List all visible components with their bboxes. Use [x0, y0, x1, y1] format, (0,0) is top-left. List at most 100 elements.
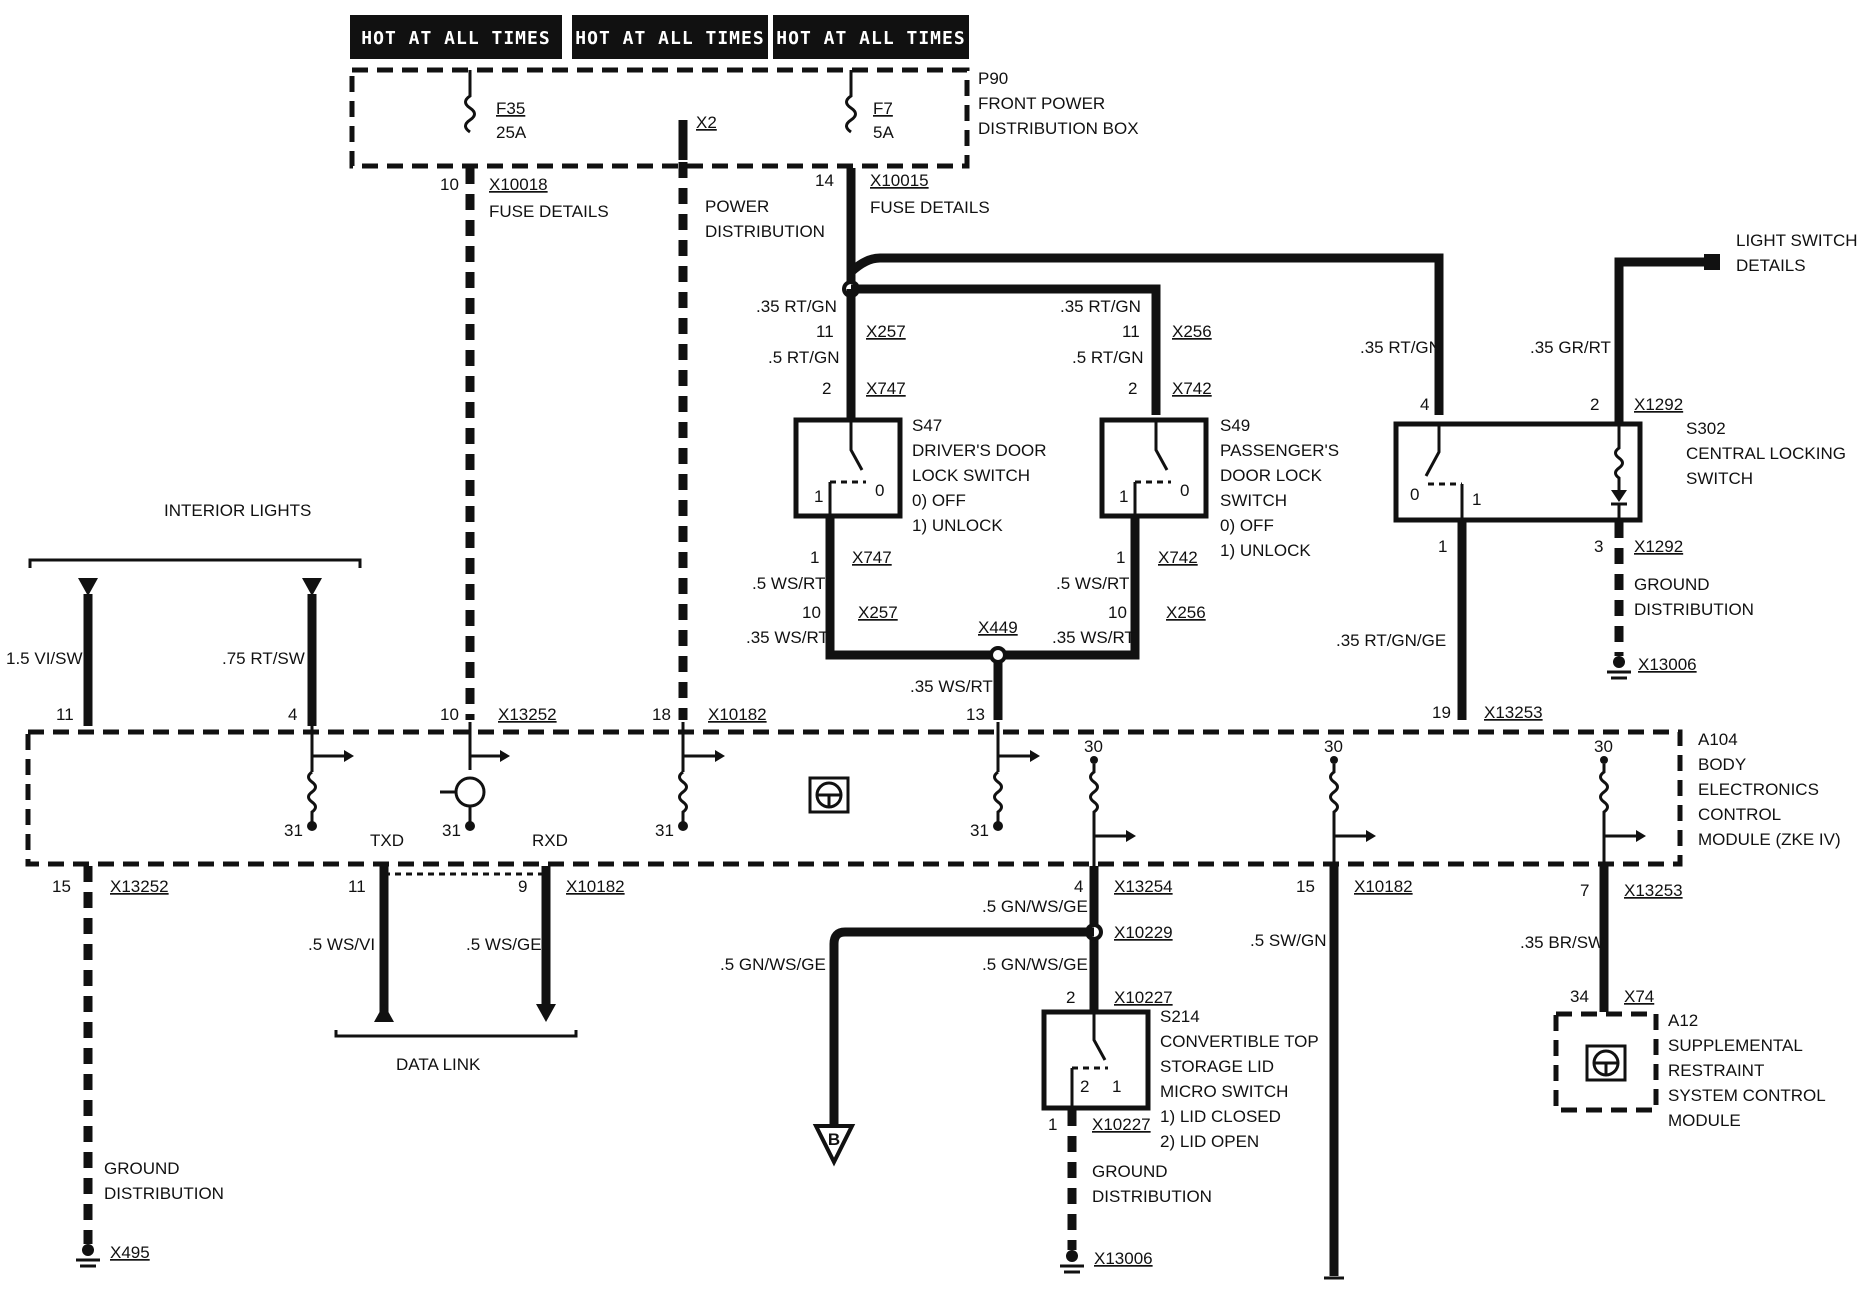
f35-circuit: 10 X10018 FUSE DETAILS [440, 168, 609, 720]
a12-name-line4: MODULE [1668, 1111, 1741, 1130]
branch-to-offpage-b [829, 927, 1094, 1124]
fuse-f7-rating: 5A [873, 123, 894, 142]
ground-left-line1: GROUND [104, 1159, 180, 1178]
s302-conn-top: X1292 [1634, 395, 1683, 414]
s49-passengers-door-lock-switch: .35 RT/GN 11 X256 .5 RT/GN 2 X742 1 0 S4… [990, 297, 1339, 660]
interior-lights-bracket [28, 558, 362, 568]
s49-pin-c: 10 [1108, 603, 1127, 622]
s47-contact-arm [849, 422, 864, 471]
interior-light-2-arrow-icon [302, 578, 322, 596]
a12-name-line1: SUPPLEMENTAL [1668, 1036, 1803, 1055]
s302-pin-module: 19 [1432, 703, 1451, 722]
internal-output-7 [1599, 756, 1646, 866]
s214-contact-1: 1 [1112, 1077, 1121, 1096]
s302-wire-right: .35 GR/RT [1530, 338, 1611, 357]
a104-rxd: RXD [532, 831, 568, 850]
s302-central-locking-switch: .35 RT/GN .35 GR/RT 4 2 X1292 LIGHT SWIT… [1336, 231, 1858, 722]
internal-input-13 [993, 722, 1040, 831]
s214-switch-box [1041, 1009, 1151, 1111]
f35-connector: X10018 [489, 175, 548, 194]
internal-output-4 [1089, 756, 1136, 866]
x2-label-line2: DISTRIBUTION [705, 222, 825, 241]
s214-convertible-top-lid-switch: 2 X10227 2 1 S214 CONVERTIBLE TOP STORAG… [1041, 988, 1319, 1274]
s49-state-0: 0) OFF [1220, 516, 1274, 535]
data-link-label: DATA LINK [396, 1055, 481, 1074]
hot-tab-1-bg [350, 15, 562, 59]
conn-x10182-top: X10182 [708, 705, 767, 724]
s49-contact-arm [1154, 422, 1169, 471]
s49-name-line3: SWITCH [1220, 491, 1287, 510]
x449-dot [989, 646, 1007, 664]
p90-name-line1: FRONT POWER [978, 94, 1105, 113]
interior-lights-title: INTERIOR LIGHTS [164, 501, 311, 520]
p90-box-outline [349, 67, 970, 169]
rt-gn-branch-s302 [847, 253, 1444, 415]
s302-name-line1: CENTRAL LOCKING [1686, 444, 1846, 463]
internal-output-15 [1329, 756, 1376, 866]
s214-contact-2: 2 [1080, 1077, 1089, 1096]
internal-input-18 [678, 722, 725, 831]
s49-state-1: 1) UNLOCK [1220, 541, 1311, 560]
a104-module-outline [25, 729, 1683, 867]
s49-wire-top-in: .35 RT/GN [1060, 297, 1141, 316]
header-tabs: HOT AT ALL TIMES HOT AT ALL TIMES HOT AT… [350, 15, 969, 59]
interior-light-1-pin: 11 [56, 705, 74, 724]
ground-s214-conn: X13006 [1094, 1249, 1153, 1268]
s47-drivers-door-lock-switch: .35 RT/GN 11 X257 .5 RT/GN 2 X747 1 0 S4… [746, 289, 1047, 660]
rt-gn-branch-s49 [851, 284, 1161, 415]
a12-name-line3: SYSTEM CONTROL [1668, 1086, 1826, 1105]
a104-name-line1: BODY [1698, 755, 1746, 774]
s302-switch-box [1393, 421, 1643, 523]
s49-conn-a: X256 [1172, 322, 1212, 341]
left-ground-circuit: 15 X13252 GROUND DISTRIBUTION X495 [52, 866, 224, 1268]
s214-id: S214 [1160, 1007, 1200, 1026]
x449-wire-label: .35 WS/RT [910, 677, 993, 696]
x449-id: X449 [978, 618, 1018, 637]
interior-light-2-wire-label: .75 RT/SW [222, 649, 305, 668]
s47-conn-b: X747 [866, 379, 906, 398]
a12-srs-circuit: 7 X13253 .35 BR/SW 34 X74 A12 SUPPLEMENT… [1520, 866, 1826, 1130]
pin4b-wire-label: .5 GN/WS/GE [982, 955, 1088, 974]
s302-pin-b3: 3 [1594, 537, 1603, 556]
conn-x10182-b: X10182 [1354, 877, 1413, 896]
s47-pin-b: 2 [822, 379, 831, 398]
a104-name-line3: CONTROL [1698, 805, 1781, 824]
s49-wire-out: .5 WS/RT [1056, 574, 1129, 593]
pin-15-b: 15 [1296, 877, 1315, 896]
ground-s214-line2: DISTRIBUTION [1092, 1187, 1212, 1206]
s47-conn-c: X257 [858, 603, 898, 622]
a104-name-line2: ELECTRONICS [1698, 780, 1819, 799]
a104-power-30-a: 30 [1084, 737, 1103, 756]
transistor-icon [454, 776, 486, 808]
s214-conn-top: X10227 [1114, 988, 1173, 1007]
s302-contact-0: 0 [1410, 485, 1419, 504]
s47-wire-top-in: .35 RT/GN [756, 297, 837, 316]
s47-state-1: 1) UNLOCK [912, 516, 1003, 535]
a104-control-unit-icon [808, 776, 850, 814]
s49-wire-bottom: .35 WS/RT [1052, 628, 1135, 647]
offpage-b-icon [812, 1124, 856, 1167]
ground-s214-line1: GROUND [1092, 1162, 1168, 1181]
conn-x13253-bottom: X13253 [1624, 881, 1683, 900]
ground-left-icon [76, 1244, 100, 1268]
s302-resistor-symbol [1614, 426, 1624, 490]
a104-id: A104 [1698, 730, 1738, 749]
hot-tab-1: HOT AT ALL TIMES [361, 28, 550, 49]
a104-txd: TXD [370, 831, 404, 850]
pin4-circuit: 4 X13254 .5 GN/WS/GE X10229 .5 GN/WS/GE … [720, 866, 1173, 1167]
s214-contact-arm [1092, 1014, 1107, 1061]
internal-transistor-10 [440, 722, 510, 831]
s214-state-1: 1) LID CLOSED [1160, 1107, 1281, 1126]
pin-7: 7 [1580, 881, 1589, 900]
pin15-sw-gn-circuit: 15 X10182 .5 SW/GN [1250, 866, 1413, 1280]
a104-ground-31-d: 31 [970, 821, 989, 840]
s47-id: S47 [912, 416, 942, 435]
conn-x10229: X10229 [1114, 923, 1173, 942]
f7-circuit: 14 X10015 FUSE DETAILS [815, 168, 1444, 415]
offpage-b-ref: B [828, 1130, 840, 1149]
pin-15-a: 15 [52, 877, 71, 896]
rxd-wire-label: .5 WS/GE [466, 935, 542, 954]
s302-pin-right: 2 [1590, 395, 1599, 414]
pin-9: 9 [518, 877, 527, 896]
s47-wire-top: .5 RT/GN [768, 348, 839, 367]
